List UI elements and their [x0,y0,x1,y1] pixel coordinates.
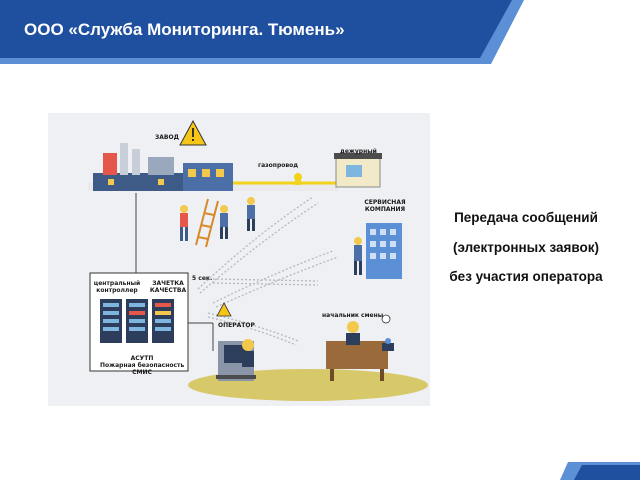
telephone-icon [382,338,394,351]
timer-label: 5 сек. [192,275,213,282]
duty-label: дежурный [340,148,377,155]
worker-icon [354,237,362,275]
system-label-1: АСУТП [130,355,154,362]
clock-icon [381,314,391,324]
pipeline-label: газопровод [258,162,299,169]
ladder-icon [195,198,219,248]
message-line-1: Передача сообщений [454,210,598,225]
page-title: ООО «Служба Мониторинга. Тюмень» [24,20,345,39]
quality-label-2: КАЧЕСТВА [149,287,187,294]
worker-icon [180,205,188,241]
server-icon [100,299,174,343]
system-label-3: СМИС [132,369,152,376]
signal-waves-icon [197,196,339,346]
controller-label-1: центральный [93,280,141,287]
building-icon [366,223,402,279]
service-label-1: СЕРВИСНАЯ [364,199,406,206]
valve-icon [294,173,302,185]
worker-icon [242,339,254,367]
factory-label: ЗАВОД [155,134,179,141]
worker-icon [346,321,360,345]
message-line-3: без участия оператора [449,269,603,284]
quality-label-1: ЗАЧЕТКА [152,280,184,287]
operator-label: ОПЕРАТОР [218,322,255,329]
worker-icon [247,197,255,231]
factory-icon [93,143,233,191]
service-label-2: КОМПАНИЯ [364,206,406,213]
monitoring-diagram [88,119,428,401]
duty-building-icon [334,153,382,188]
controller-label-2: контроллер [96,287,138,294]
footer-stripe [560,462,640,480]
worker-icon [220,205,228,239]
system-label-2: Пожарная безопасность [100,362,185,369]
desk-icon [326,341,388,381]
message-line-2: (электронных заявок) [452,240,599,255]
warning-icon [179,119,207,146]
shift-label: начальник смены [322,312,384,319]
warning-icon [216,302,232,317]
header-banner [0,0,524,64]
